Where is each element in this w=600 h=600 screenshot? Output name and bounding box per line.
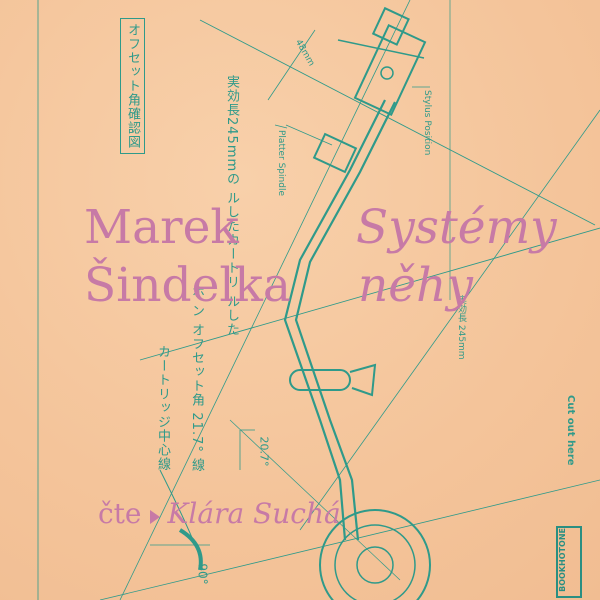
- publisher-logo: ONE HOT BOOK: [556, 526, 582, 598]
- book-title-line2: něhy: [358, 258, 473, 313]
- boxed-label: オフセット角確認図: [120, 18, 145, 154]
- label-effective-length: 実効長 245mm: [456, 295, 466, 360]
- reader-name: Klára Suchá: [167, 497, 341, 530]
- jp-text-line1: 実効長245mmの ルしたカートリ ルした: [224, 75, 239, 337]
- reader-credit: čte Klára Suchá: [98, 497, 341, 531]
- author-last-name: Šindelka: [84, 258, 291, 313]
- logo-line3: BOOK: [558, 565, 567, 592]
- logo-line1: ONE: [558, 528, 567, 547]
- jp-text-line2: ホ ン オフセット角 21.7° 線: [189, 285, 204, 472]
- jp-text-line3: カートリッジ中心線: [155, 345, 170, 471]
- reader-prefix: čte: [98, 497, 142, 530]
- label-angle-20-7: 20.7°: [257, 436, 271, 467]
- author-first-name: Marek: [84, 200, 239, 255]
- play-triangle-icon: [149, 509, 160, 524]
- label-cut-out-here: Cut out here: [565, 395, 576, 466]
- label-angle-90: 90°: [195, 563, 210, 585]
- label-platter-spindle: Platter Spindle: [276, 130, 286, 196]
- book-title-line1: Systémy: [356, 200, 557, 255]
- label-stylus-position: Stylus Position: [422, 90, 432, 156]
- logo-line2: HOT: [558, 546, 567, 566]
